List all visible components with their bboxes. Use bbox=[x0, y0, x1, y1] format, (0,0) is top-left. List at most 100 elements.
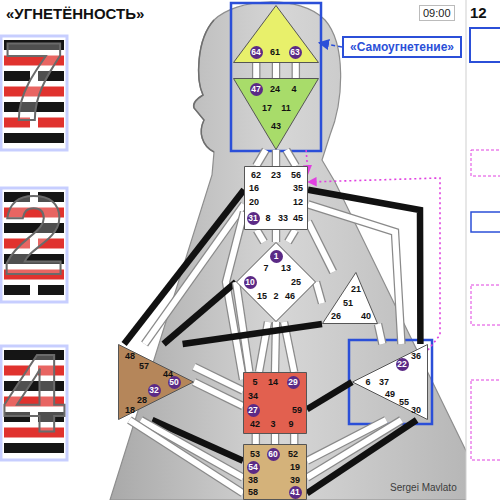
gate-number: 9 bbox=[283, 418, 299, 430]
channel-fill bbox=[307, 420, 401, 478]
channel-outline bbox=[272, 150, 281, 166]
channel-connector bbox=[256, 150, 266, 166]
channel-outline bbox=[292, 63, 301, 78]
center-outline bbox=[237, 243, 316, 322]
gate-number: 8 bbox=[260, 212, 276, 224]
gate-number: 56 bbox=[288, 169, 304, 181]
channel-connector bbox=[288, 230, 295, 242]
channel-fill bbox=[253, 434, 259, 444]
channel-connector bbox=[308, 190, 420, 344]
gate-number: 42 bbox=[247, 418, 263, 430]
channel-fill bbox=[141, 420, 243, 478]
gate-number: 55 bbox=[396, 396, 412, 408]
channel-outline bbox=[194, 367, 243, 391]
active-gate-number: 64 bbox=[250, 46, 263, 59]
channel-outline bbox=[252, 63, 261, 78]
center-node: 536052541938395841 bbox=[243, 444, 307, 500]
channel-fill bbox=[316, 282, 322, 303]
channel-fill bbox=[308, 222, 333, 272]
active-gate-number: 27 bbox=[247, 404, 260, 417]
channel-connector bbox=[276, 63, 277, 78]
gate-number: 33 bbox=[275, 212, 291, 224]
channel-outline bbox=[288, 230, 295, 242]
gate-number: 35 bbox=[290, 182, 306, 194]
gate-number: 15 bbox=[254, 290, 270, 302]
gate-number: 53 bbox=[247, 448, 263, 460]
channel-outline bbox=[378, 324, 382, 344]
center-node: 48574450322818 bbox=[118, 344, 194, 420]
channel-fill bbox=[286, 150, 296, 166]
channel-outline bbox=[308, 204, 401, 344]
channel-fill bbox=[378, 324, 382, 344]
gate-number: 17 bbox=[259, 102, 275, 114]
head-profile-line bbox=[194, 20, 214, 152]
channel-outline bbox=[257, 230, 264, 242]
gate-number: 57 bbox=[136, 360, 152, 372]
active-gate-number: 47 bbox=[250, 83, 263, 96]
panel-number: 12 bbox=[470, 4, 487, 21]
channel-connector bbox=[319, 43, 342, 47]
active-gate-number: 31 bbox=[247, 212, 260, 225]
channel-connector bbox=[378, 324, 382, 344]
center-outline bbox=[119, 345, 194, 420]
defined-channel bbox=[308, 190, 420, 344]
gate-number: 39 bbox=[287, 474, 303, 486]
active-gate-number: 29 bbox=[287, 376, 300, 389]
channel-connector bbox=[257, 230, 264, 242]
side-panel bbox=[466, 0, 500, 500]
channel-connector bbox=[308, 178, 440, 350]
channel-outline bbox=[256, 150, 266, 166]
channel-connector bbox=[255, 434, 256, 444]
active-gate-number: 60 bbox=[267, 448, 280, 461]
gate-number: 43 bbox=[268, 120, 284, 132]
channel-fill bbox=[308, 204, 401, 344]
channel-connector bbox=[183, 324, 322, 344]
watermark: Sergei Mavlato bbox=[390, 482, 457, 493]
active-gate-number: 10 bbox=[244, 276, 257, 289]
gate-number: 23 bbox=[268, 169, 284, 181]
dotted-arrow bbox=[308, 178, 440, 350]
gate-number: 13 bbox=[278, 262, 294, 274]
channel-connector bbox=[316, 282, 322, 303]
panel-fragment bbox=[471, 285, 500, 325]
gate-number: 14 bbox=[265, 376, 281, 388]
body-silhouette bbox=[110, 2, 490, 500]
gate-number: 30 bbox=[408, 404, 424, 416]
gate-number: 38 bbox=[245, 474, 261, 486]
center-outline bbox=[323, 273, 378, 324]
channel-fill bbox=[272, 434, 278, 444]
gate-number: 28 bbox=[134, 394, 150, 406]
callout-text: «Самоугнетение» bbox=[350, 40, 454, 54]
gate-number: 20 bbox=[246, 196, 262, 208]
active-gate-number: 63 bbox=[289, 46, 302, 59]
panel-fragment bbox=[470, 28, 500, 62]
channel-outline bbox=[236, 282, 249, 372]
big-number: 2 bbox=[0, 180, 68, 292]
channel-fill bbox=[291, 434, 297, 444]
channel-connector bbox=[129, 420, 243, 493]
channel-outline bbox=[141, 420, 243, 478]
channel-outline bbox=[272, 230, 281, 242]
defined-channel bbox=[307, 382, 352, 409]
channel-connector bbox=[276, 230, 277, 242]
gate-number: 52 bbox=[285, 448, 301, 460]
channel-outline bbox=[272, 63, 281, 78]
callout-box: «Самоугнетение» bbox=[342, 36, 462, 58]
gate-number: 37 bbox=[376, 376, 392, 388]
channel-connector bbox=[194, 367, 243, 391]
channel-connector bbox=[275, 434, 276, 444]
channel-connector bbox=[308, 204, 401, 344]
dashed-arrow bbox=[319, 43, 342, 47]
gate-number: 48 bbox=[122, 350, 138, 362]
gate-number: 18 bbox=[122, 404, 138, 416]
channel-outline bbox=[252, 434, 261, 444]
center-outline bbox=[244, 445, 307, 500]
channel-connector bbox=[276, 150, 277, 166]
defined-channel bbox=[183, 324, 322, 344]
channel-connector bbox=[308, 222, 333, 272]
channel-connector bbox=[286, 150, 296, 166]
gate-number: 34 bbox=[245, 390, 261, 402]
center-outline bbox=[353, 345, 428, 420]
panel-border bbox=[466, 0, 467, 500]
